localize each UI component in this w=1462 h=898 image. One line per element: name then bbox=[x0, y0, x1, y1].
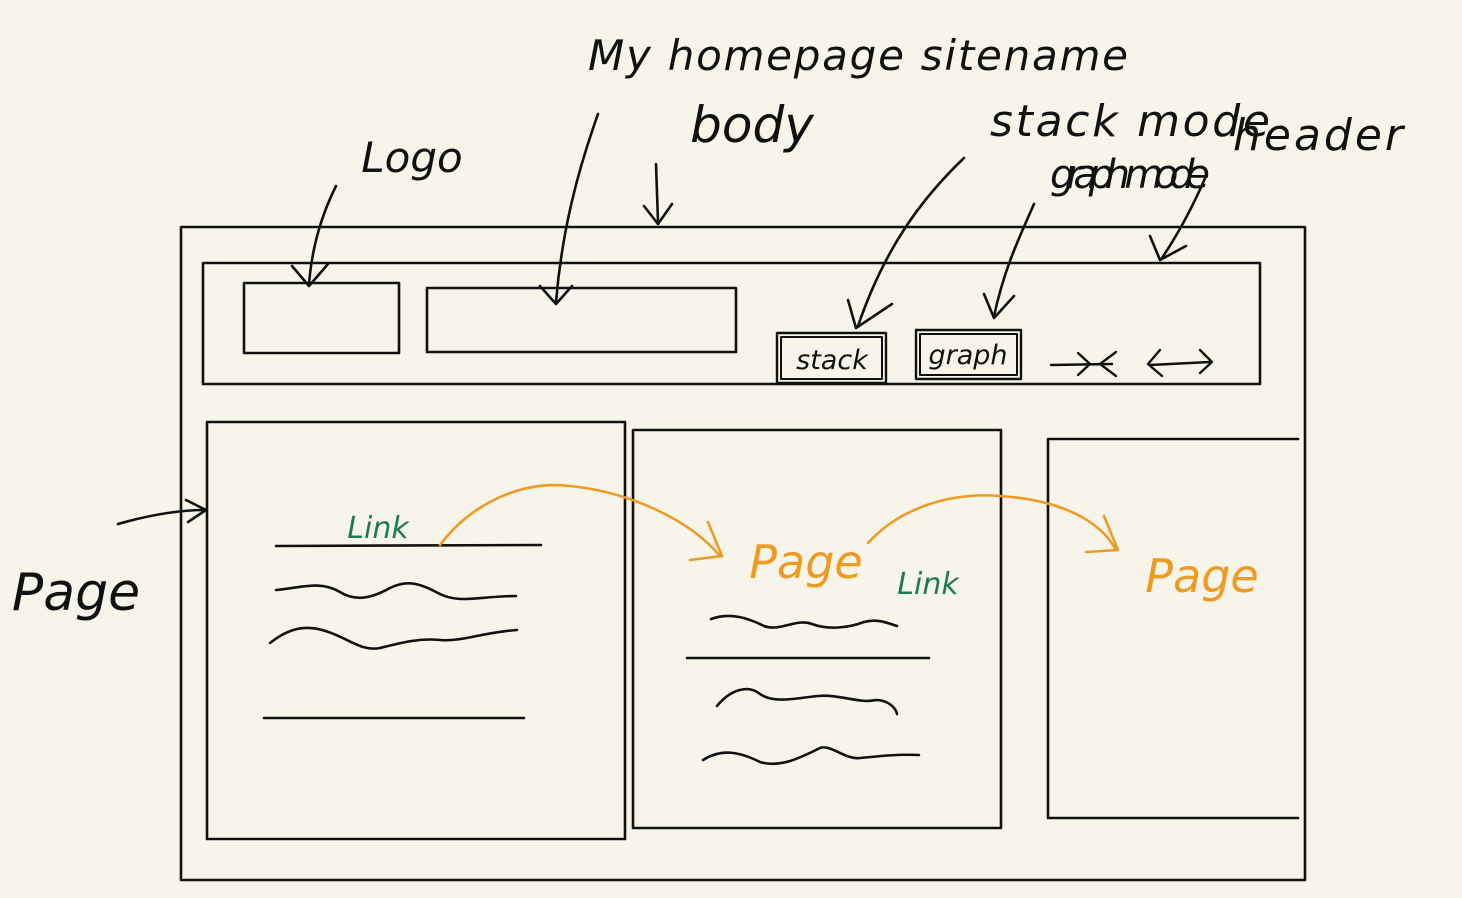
header-bar bbox=[201, 261, 1262, 386]
annotation-arrow-logo bbox=[290, 184, 338, 288]
annotation-arrow-page bbox=[116, 498, 208, 526]
annotation-arrow-header bbox=[1148, 174, 1208, 262]
page-card-3 bbox=[1046, 437, 1300, 820]
page-2-title: Page bbox=[749, 535, 862, 589]
graph-button-label: graph bbox=[928, 340, 1007, 371]
annotation-body: body bbox=[690, 96, 815, 154]
annotation-arrow-graph bbox=[982, 202, 1036, 320]
annotation-stack-mode: stack mode bbox=[990, 96, 1270, 147]
annotation-arrow-body bbox=[642, 162, 674, 226]
page-1-link-label[interactable]: Link bbox=[347, 511, 410, 546]
annotation-arrow-stack bbox=[846, 156, 966, 330]
annotation-sitename: My homepage sitename bbox=[588, 31, 1128, 80]
graph-button[interactable]: graph bbox=[914, 328, 1023, 381]
logo-box[interactable] bbox=[242, 281, 401, 355]
page-2-text-line bbox=[701, 746, 921, 766]
page-3-title: Page bbox=[1145, 549, 1258, 603]
page-1-link-underline[interactable] bbox=[274, 543, 543, 548]
annotation-arrow-sitename bbox=[538, 112, 600, 306]
collapse-arrows-icon[interactable] bbox=[1049, 350, 1118, 378]
page-1-text-line bbox=[268, 626, 519, 650]
stack-button-label: stack bbox=[796, 345, 869, 376]
link-to-page-arrow bbox=[438, 483, 724, 562]
page-2-text-line bbox=[715, 687, 899, 716]
link-to-page-arrow bbox=[866, 494, 1120, 554]
annotation-page: Page bbox=[12, 563, 140, 623]
body-frame bbox=[179, 225, 1307, 882]
page-2-text-line bbox=[709, 614, 899, 629]
page-card-1 bbox=[205, 420, 627, 841]
annotation-header: header bbox=[1233, 110, 1406, 161]
stack-button[interactable]: stack bbox=[775, 331, 888, 385]
annotation-logo: Logo bbox=[361, 133, 462, 182]
page-card-2 bbox=[631, 428, 1003, 830]
sitename-box[interactable] bbox=[425, 286, 738, 354]
page-2-link-label[interactable]: Link bbox=[897, 567, 960, 602]
annotation-graph-mode: graph mode bbox=[1050, 152, 1210, 198]
page-1-text-line bbox=[274, 582, 518, 601]
expand-arrows-icon[interactable] bbox=[1146, 348, 1214, 378]
